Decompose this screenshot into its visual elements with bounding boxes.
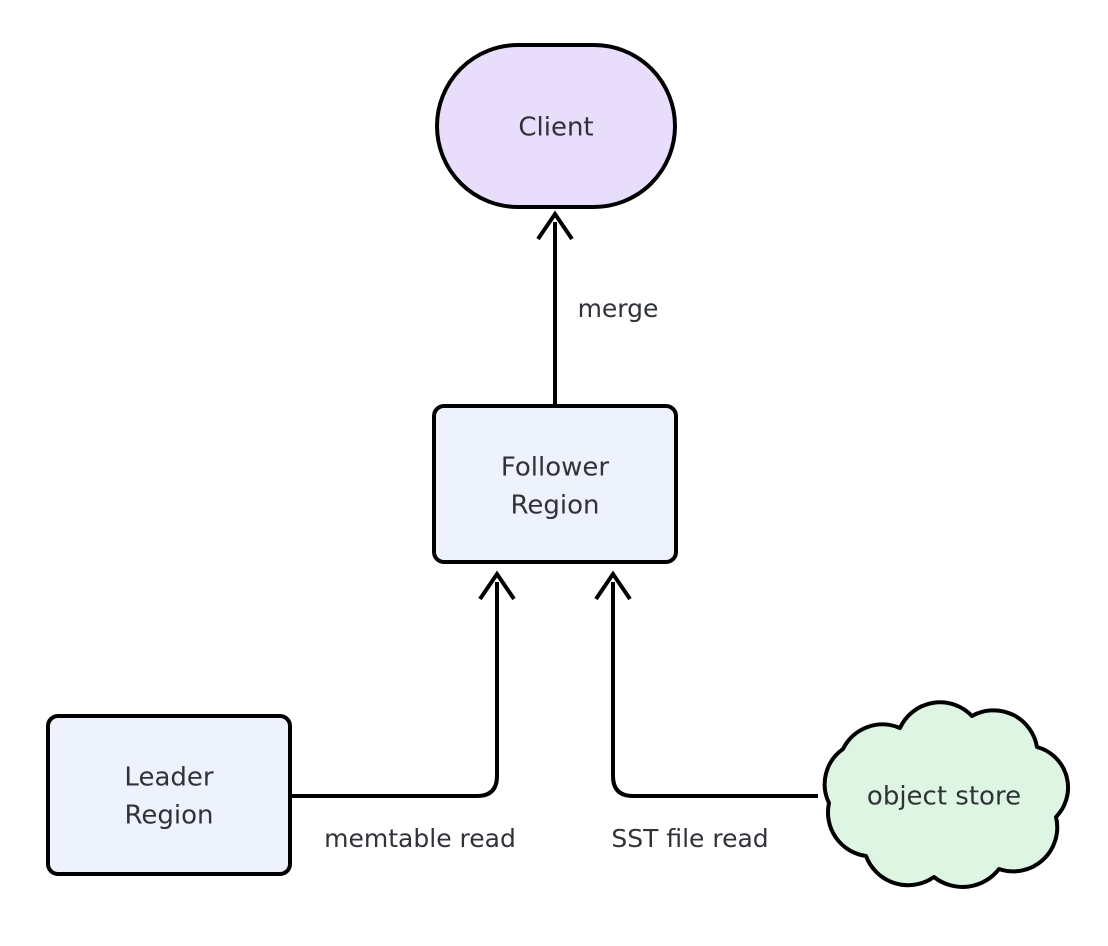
follower-region-node-icon[interactable] [432, 404, 678, 564]
object-store-node-label: object store [867, 782, 1021, 812]
edge-memtable-read-arrowhead-icon [478, 570, 516, 601]
leader-region-node-label-line2: Region [124, 801, 213, 831]
edge-sst-file-read-arrowhead-icon [594, 570, 632, 601]
edge-memtable-read [290, 570, 516, 798]
edge-sst-file-read-label: SST file read [611, 824, 768, 853]
edge-merge-arrowhead-icon [536, 210, 574, 241]
node-leader-region[interactable]: Leader Region [46, 714, 292, 876]
edge-memtable-read-label: memtable read [324, 824, 516, 853]
edge-merge-label: merge [578, 294, 659, 323]
leader-region-node-icon[interactable] [46, 714, 292, 876]
client-node-label: Client [518, 113, 593, 143]
edge-sst-file-read-line [611, 582, 818, 798]
follower-region-node-label-line1: Follower [501, 453, 610, 483]
follower-region-node-label-line2: Region [510, 491, 599, 521]
cloud-icon[interactable] [822, 700, 1071, 889]
node-object-store[interactable]: object store [822, 700, 1071, 889]
client-node-icon[interactable] [435, 43, 677, 209]
node-client[interactable]: Client [435, 43, 677, 209]
edge-memtable-read-line [290, 582, 499, 798]
leader-region-node-label-line1: Leader [124, 763, 213, 793]
node-follower-region[interactable]: Follower Region [432, 404, 678, 564]
edge-sst-file-read [594, 570, 818, 798]
edge-merge [536, 210, 574, 406]
